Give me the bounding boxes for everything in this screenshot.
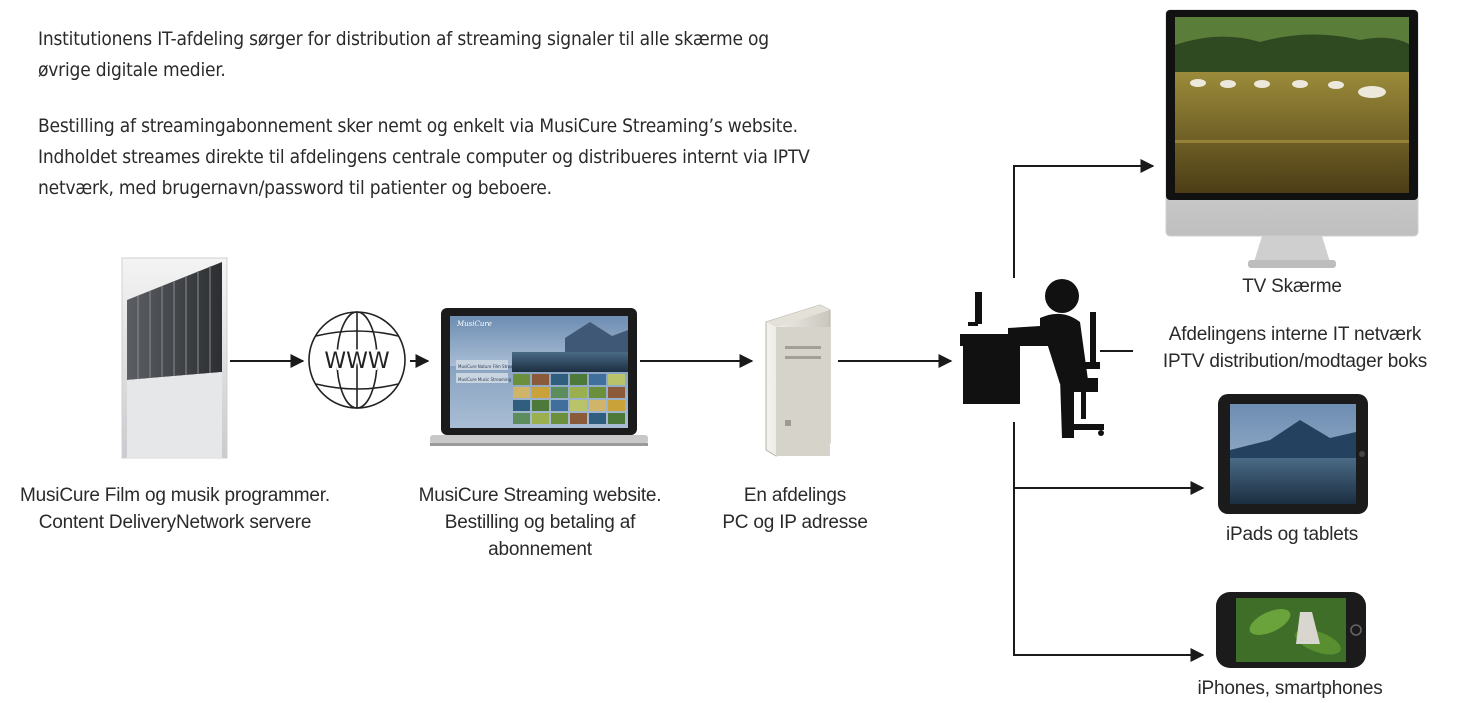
arrow-network-to-ipad	[1013, 422, 1205, 495]
website-thumbnail	[608, 387, 625, 398]
website-thumbnail	[589, 387, 606, 398]
it-technician-silhouette	[960, 279, 1104, 438]
website-thumbnail	[551, 387, 568, 398]
arrow-network-to-iphone	[1013, 488, 1205, 662]
intro-text: Institutionens IT-afdeling sørger for di…	[38, 24, 918, 229]
servers-label-line: Content DeliveryNetwork servere	[38, 512, 312, 533]
pc-label-line: PC og IP adresse	[722, 512, 868, 533]
network-label-line: IPTV distribution/modtager boks	[1162, 351, 1428, 372]
website-thumbnail	[513, 387, 530, 398]
intro-line: øvrige digitale medier.	[38, 59, 226, 81]
website-label-line: abonnement	[488, 539, 592, 560]
website-thumbnail	[608, 400, 625, 411]
flow-arrows	[230, 159, 1205, 662]
website-thumbnail	[532, 413, 549, 424]
website-thumbnail	[551, 374, 568, 385]
arrow-network-to-tv	[1013, 159, 1155, 278]
www-label: WWW	[324, 349, 390, 374]
pc-label: En afdelings PC og IP adresse	[700, 482, 890, 536]
website-label-line: Bestilling og betaling af	[444, 512, 636, 533]
iphone-label: iPhones, smartphones	[1197, 678, 1383, 699]
website-thumbnail-grid	[513, 374, 625, 424]
ipad-image	[1218, 394, 1368, 514]
intro-line: netværk, med brugernavn/password til pat…	[38, 177, 552, 199]
network-label-line: Afdelingens interne IT netværk	[1168, 324, 1422, 345]
website-thumbnail	[513, 374, 530, 385]
website-thumbnail	[570, 387, 587, 398]
laptop-image	[430, 308, 648, 446]
server-room-image	[121, 257, 228, 459]
tv-monitor-image	[1165, 9, 1419, 268]
website-thumbnail	[608, 374, 625, 385]
website-menu-item-1: MusiCure Nature Film Streaming	[458, 364, 523, 369]
servers-label-line: MusiCure Film og musik programmer.	[20, 485, 330, 506]
intro-line: Indholdet streames direkte til afdelinge…	[38, 146, 810, 168]
website-thumbnail	[532, 374, 549, 385]
website-thumbnail	[551, 400, 568, 411]
intro-paragraph-2: Bestilling af streamingabonnement sker n…	[38, 111, 918, 204]
website-thumbnail	[551, 413, 568, 424]
website-thumbnail	[589, 374, 606, 385]
intro-line: Bestilling af streamingabonnement sker n…	[38, 115, 798, 137]
iphone-image	[1216, 592, 1366, 668]
globe-icon	[308, 311, 406, 409]
website-thumbnail	[532, 400, 549, 411]
website-brand-text: MusiCure	[456, 320, 492, 328]
website-label-line: MusiCure Streaming website.	[418, 485, 662, 506]
website-menu-item-2: MusiCure Music Streaming	[458, 377, 512, 382]
website-thumbnail	[570, 374, 587, 385]
website-thumbnail	[513, 413, 530, 424]
website-thumbnail	[532, 387, 549, 398]
website-thumbnail	[570, 413, 587, 424]
network-label: Afdelingens interne IT netværk IPTV dist…	[1130, 321, 1460, 375]
tower-pc-image	[765, 304, 831, 457]
ipad-label: iPads og tablets	[1226, 524, 1358, 545]
website-thumbnail	[570, 400, 587, 411]
intro-paragraph-1: Institutionens IT-afdeling sørger for di…	[38, 24, 918, 86]
website-thumbnail	[589, 413, 606, 424]
website-thumbnail	[589, 400, 606, 411]
tv-label: TV Skærme	[1242, 276, 1342, 297]
servers-label: MusiCure Film og musik programmer. Conte…	[0, 482, 350, 536]
website-label: MusiCure Streaming website. Bestilling o…	[380, 482, 700, 563]
website-thumbnail	[513, 400, 530, 411]
website-thumbnail	[608, 413, 625, 424]
pc-label-line: En afdelings	[743, 485, 847, 506]
intro-line: Institutionens IT-afdeling sørger for di…	[38, 28, 769, 50]
